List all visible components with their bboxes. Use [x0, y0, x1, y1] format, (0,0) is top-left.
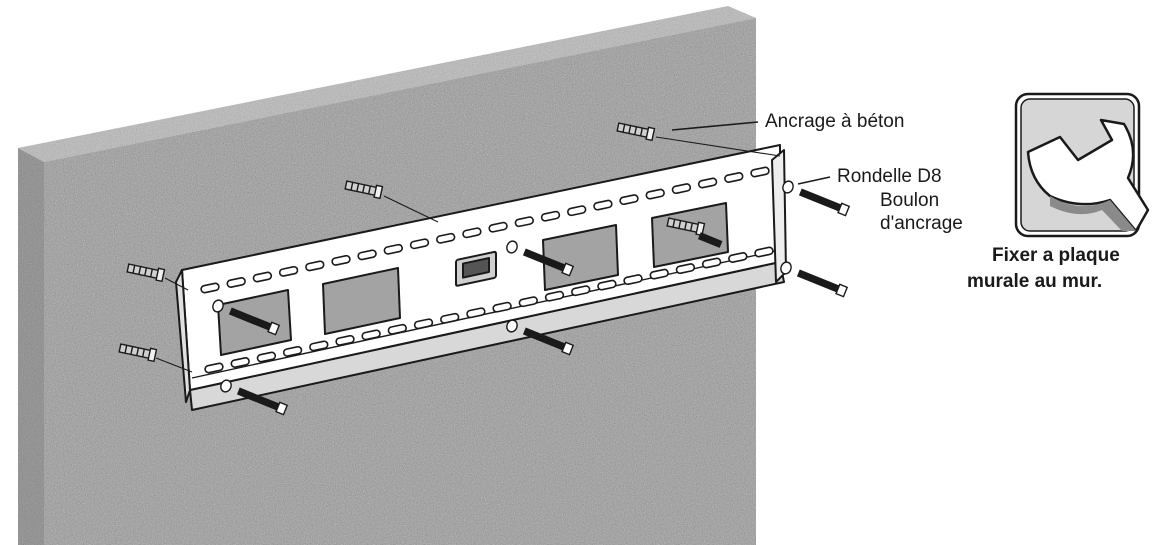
bracket-slots-bottom: [204, 246, 774, 374]
bracket-slot: [309, 340, 329, 352]
bracket-slot: [204, 362, 224, 374]
bracket-slot: [361, 329, 381, 341]
leader-concrete-anchor: [671, 121, 759, 131]
bracket-slot: [436, 232, 456, 244]
concrete-wall: [18, 6, 756, 545]
anchor-bolts: [212, 180, 851, 416]
bracket-window-2: [322, 267, 401, 335]
wrench-icon: [1014, 92, 1150, 238]
bracket-slot: [567, 205, 587, 217]
bracket-slot: [593, 199, 613, 211]
bolt-left-bottom: [220, 379, 289, 416]
bracket-slot: [409, 238, 430, 250]
bracket-slot: [226, 277, 246, 288]
leader-washer: [797, 176, 831, 185]
label-concrete-anchor: Ancrage à béton: [765, 111, 905, 132]
bolt-center-top: [506, 240, 575, 277]
bracket-slot: [387, 323, 407, 335]
bracket-slot: [335, 334, 355, 346]
bolt-right-top: [782, 180, 851, 217]
bolt-right-inner: [697, 232, 723, 248]
bracket-window-3: [542, 224, 619, 291]
bracket-slot: [518, 296, 538, 308]
bracket-slot: [540, 210, 561, 222]
bracket-slot: [440, 312, 460, 324]
bracket-slot: [357, 249, 377, 261]
bracket-slot: [649, 268, 669, 280]
guide-lines: [155, 136, 781, 373]
bracket-slots-top: [200, 166, 770, 294]
bracket-slot: [514, 216, 534, 228]
bracket-slot: [623, 274, 643, 286]
bracket-slot: [619, 194, 639, 206]
bracket-slot: [466, 307, 486, 319]
bracket-slot: [282, 345, 303, 357]
bracket-slot: [492, 301, 512, 313]
bolt-center-bottom: [506, 319, 575, 356]
label-anchor-bolt-line1: Boulon: [880, 190, 940, 211]
bracket-slot: [462, 227, 482, 239]
bracket-slot: [701, 257, 722, 269]
bracket-slot: [675, 263, 696, 275]
bracket-slot: [671, 183, 692, 195]
caption-line1: Fixer a plaque: [992, 245, 1120, 266]
bracket-slot: [754, 246, 774, 258]
bracket-slot: [597, 279, 617, 291]
bracket-slot: [544, 290, 565, 302]
bracket-slot: [252, 271, 273, 283]
bracket-slot: [645, 188, 665, 200]
wall-plate-bracket: [175, 144, 787, 411]
bracket-slot: [305, 260, 325, 272]
bracket-slot: [488, 221, 508, 233]
concrete-anchor-right-inner: [666, 217, 706, 237]
concrete-anchor-left-lower: [118, 343, 158, 363]
label-washer: Rondelle D8: [837, 166, 942, 187]
bracket-slot: [230, 357, 250, 368]
bracket-slot: [256, 351, 277, 363]
bracket-slot: [571, 285, 591, 297]
bracket-slot: [413, 318, 434, 330]
caption-line2: murale au mur.: [967, 271, 1103, 292]
bracket-slot: [200, 282, 220, 294]
bracket-slot: [724, 172, 744, 183]
bolt-left-top: [212, 299, 281, 336]
bracket-left-end: [175, 269, 191, 403]
bracket-slot: [383, 243, 403, 255]
bracket-slot: [278, 265, 299, 277]
bracket-slot: [697, 177, 718, 189]
concrete-anchor-top-right: [616, 122, 656, 142]
bolt-right-bottom: [780, 261, 849, 298]
bracket-slot: [331, 254, 351, 266]
bracket-slot: [750, 166, 770, 178]
concrete-anchors: [118, 122, 706, 363]
bracket-slot: [728, 252, 748, 263]
callout-leaders: [671, 121, 831, 185]
label-anchor-bolt-line2: d'ancrage: [880, 213, 963, 234]
concrete-anchor-upper-mid: [344, 180, 384, 200]
concrete-anchor-left-upper: [126, 263, 166, 283]
